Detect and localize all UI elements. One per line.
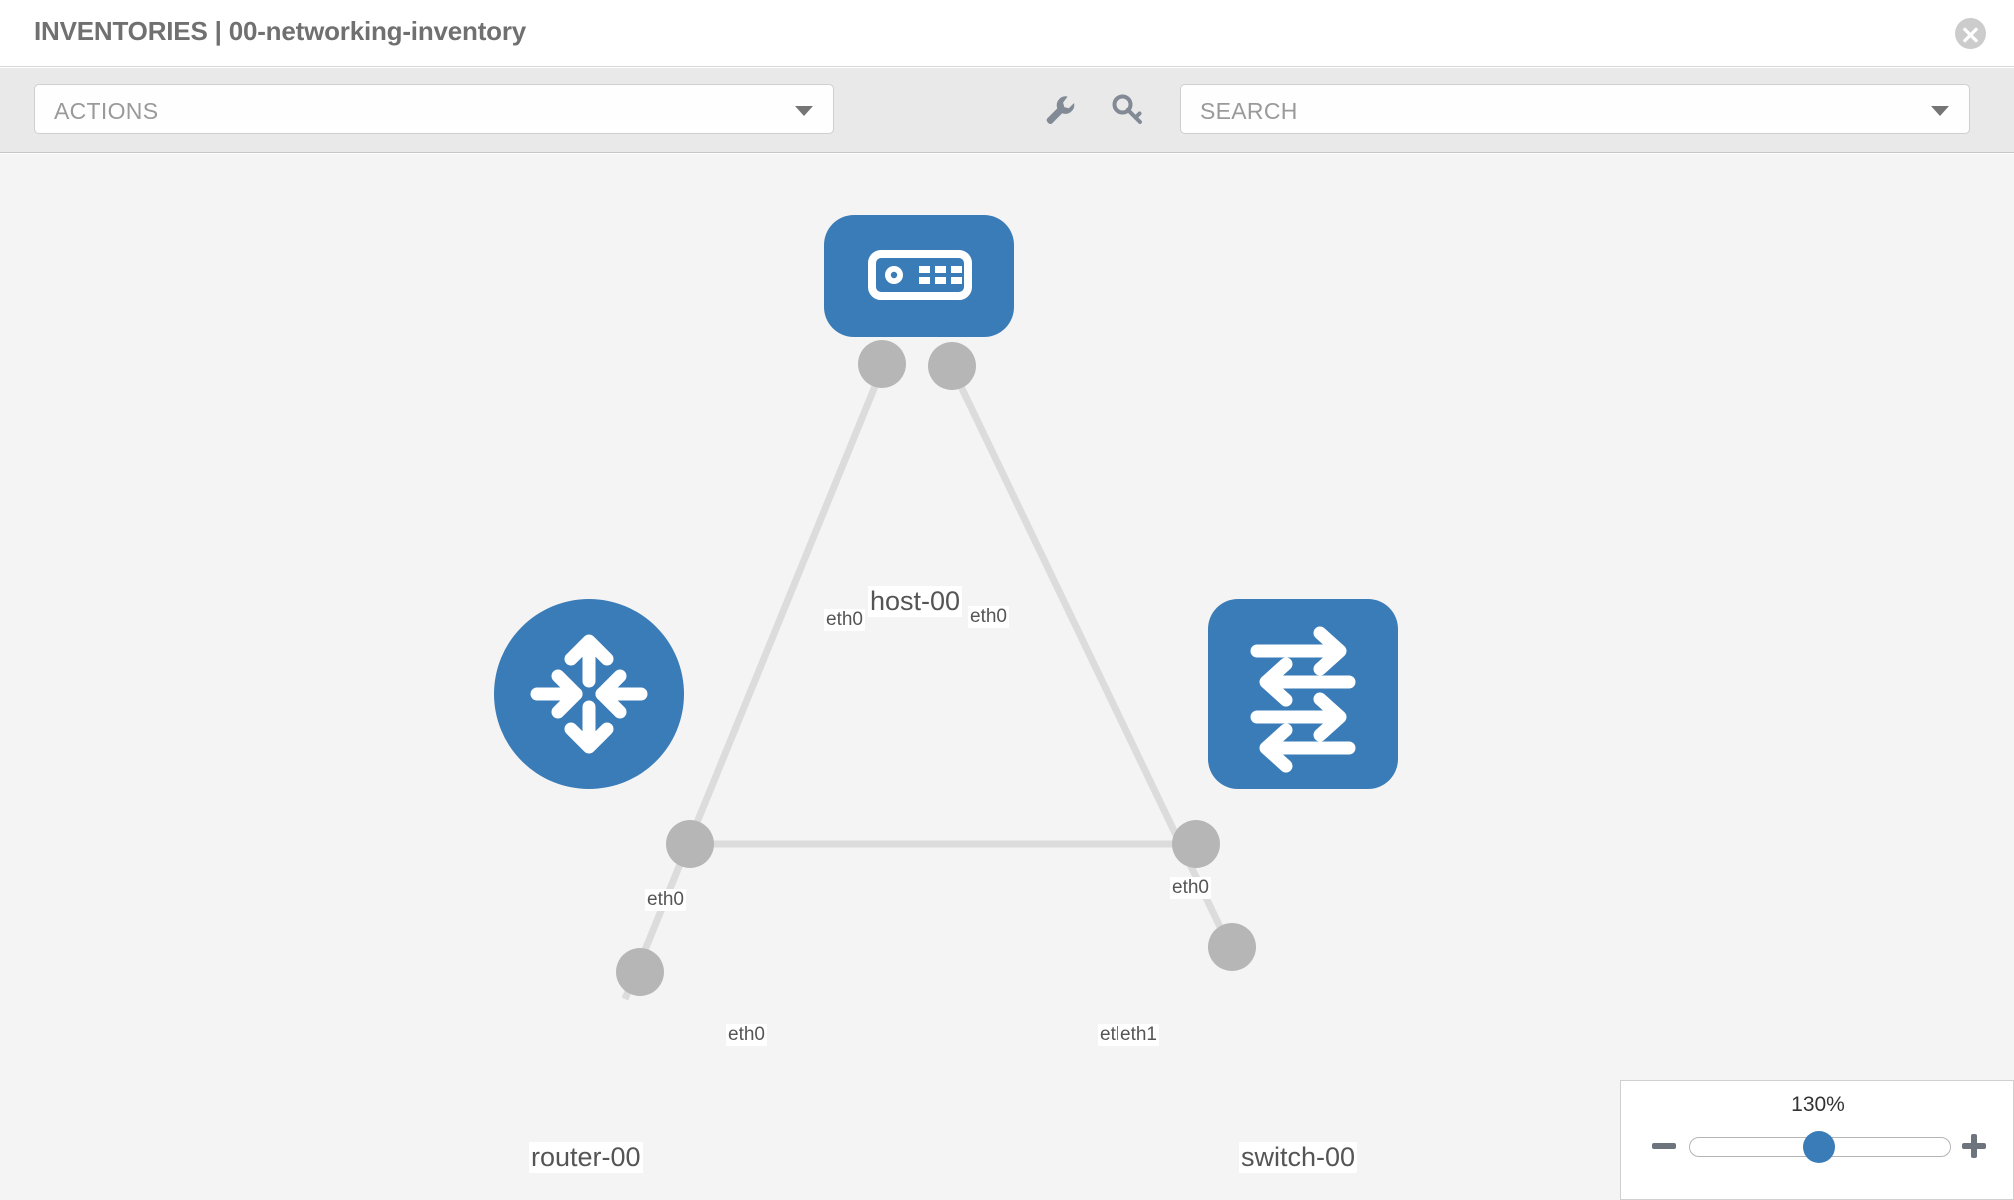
key-icon[interactable] — [1110, 92, 1146, 128]
search-placeholder-text: SEARCH — [1200, 98, 1298, 124]
zoom-control-panel: 130% — [1620, 1080, 2014, 1200]
port-router-up — [616, 948, 664, 996]
port-label-host-right: eth0 — [968, 606, 1009, 628]
switch-arrows-icon — [1250, 626, 1356, 773]
node-host-00[interactable] — [824, 215, 1014, 337]
port-label-switch-up: eth0 — [1170, 877, 1211, 899]
actions-dropdown[interactable]: ACTIONS — [34, 84, 834, 134]
plus-icon[interactable] — [1959, 1131, 1989, 1161]
port-switch-left — [1172, 820, 1220, 868]
close-icon[interactable] — [1955, 18, 1986, 49]
search-input[interactable]: SEARCH — [1180, 84, 1970, 134]
page-title: INVENTORIES | 00-networking-inventory — [34, 16, 527, 46]
topology-canvas[interactable]: eth0 eth0 eth0 eth0 eth0 eth0 eth1 host-… — [0, 154, 2014, 1200]
zoom-slider-thumb[interactable] — [1803, 1131, 1835, 1163]
wrench-icon[interactable] — [1042, 92, 1078, 128]
port-host-right — [928, 342, 976, 390]
node-label-switch-00: switch-00 — [1239, 1142, 1358, 1173]
port-label-router-right: eth0 — [726, 1024, 767, 1046]
server-icon — [868, 250, 972, 300]
chevron-down-icon — [1931, 106, 1949, 116]
port-label-host-left: eth0 — [824, 609, 865, 631]
node-label-host-00: host-00 — [868, 586, 963, 617]
topology-graph — [494, 215, 1398, 1001]
port-label-switch-left-b: eth1 — [1118, 1024, 1159, 1046]
port-label-router-up: eth0 — [645, 889, 686, 911]
actions-dropdown-label: ACTIONS — [54, 98, 159, 124]
port-host-left — [858, 340, 906, 388]
node-router-00[interactable] — [494, 599, 684, 789]
node-switch-00[interactable] — [1208, 599, 1398, 789]
minus-icon[interactable] — [1649, 1131, 1679, 1161]
port-router-right — [666, 820, 714, 868]
zoom-level-value: 130% — [1791, 1093, 1845, 1116]
router-arrows-icon — [530, 634, 648, 754]
port-switch-up — [1208, 923, 1256, 971]
chevron-down-icon — [795, 106, 813, 116]
node-label-router-00: router-00 — [529, 1142, 643, 1173]
page-header: INVENTORIES | 00-networking-inventory — [0, 0, 2014, 67]
